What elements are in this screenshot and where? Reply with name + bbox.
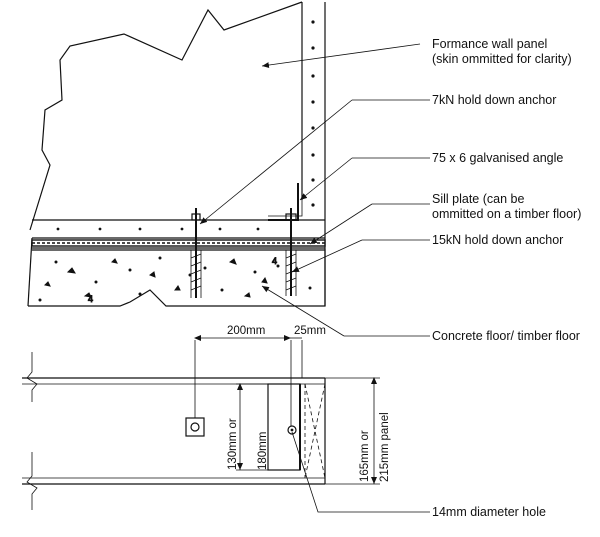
concrete-aggregate: 44	[38, 256, 312, 305]
dim-180mm: 180mm	[257, 432, 269, 470]
panel-screw-dots	[311, 20, 315, 207]
plan-anchor-7kn	[185, 417, 205, 437]
section-view: 44	[27, 1, 581, 343]
leader-lines	[199, 43, 430, 337]
dim-25mm: 25mm	[294, 325, 326, 337]
plan-hole	[287, 425, 297, 435]
base-panel-dots	[56, 227, 260, 231]
anchor-15kn	[285, 208, 297, 296]
anchor-7kn	[190, 208, 202, 298]
concrete-slab	[28, 249, 326, 307]
label-angle: 75 x 6 galvanised angle	[432, 151, 563, 165]
plan-view: 200mm 25mm 130mm or 180mm 165mm or 215mm…	[22, 325, 546, 519]
dim-165mm: 165mm or	[359, 430, 371, 482]
label-floor: Concrete floor/ timber floor	[432, 329, 580, 343]
break-line	[29, 1, 303, 231]
label-wall-panel-2: (skin ommitted for clarity)	[432, 52, 572, 66]
label-sill-plate-1: Sill plate (can be	[432, 192, 524, 206]
dim-215mm: 215mm panel	[379, 412, 391, 482]
label-15kn-anchor: 15kN hold down anchor	[432, 233, 563, 247]
dim-130mm: 130mm or	[227, 418, 239, 470]
svg-text:4: 4	[272, 256, 277, 266]
hole-leader	[291, 431, 430, 513]
label-wall-panel-1: Formance wall panel	[432, 37, 547, 51]
label-sill-plate-2: ommitted on a timber floor)	[432, 207, 581, 221]
svg-text:4: 4	[88, 294, 93, 304]
label-hole: 14mm diameter hole	[432, 505, 546, 519]
label-7kn-anchor: 7kN hold down anchor	[432, 93, 556, 107]
dim-200mm: 200mm	[227, 325, 265, 337]
